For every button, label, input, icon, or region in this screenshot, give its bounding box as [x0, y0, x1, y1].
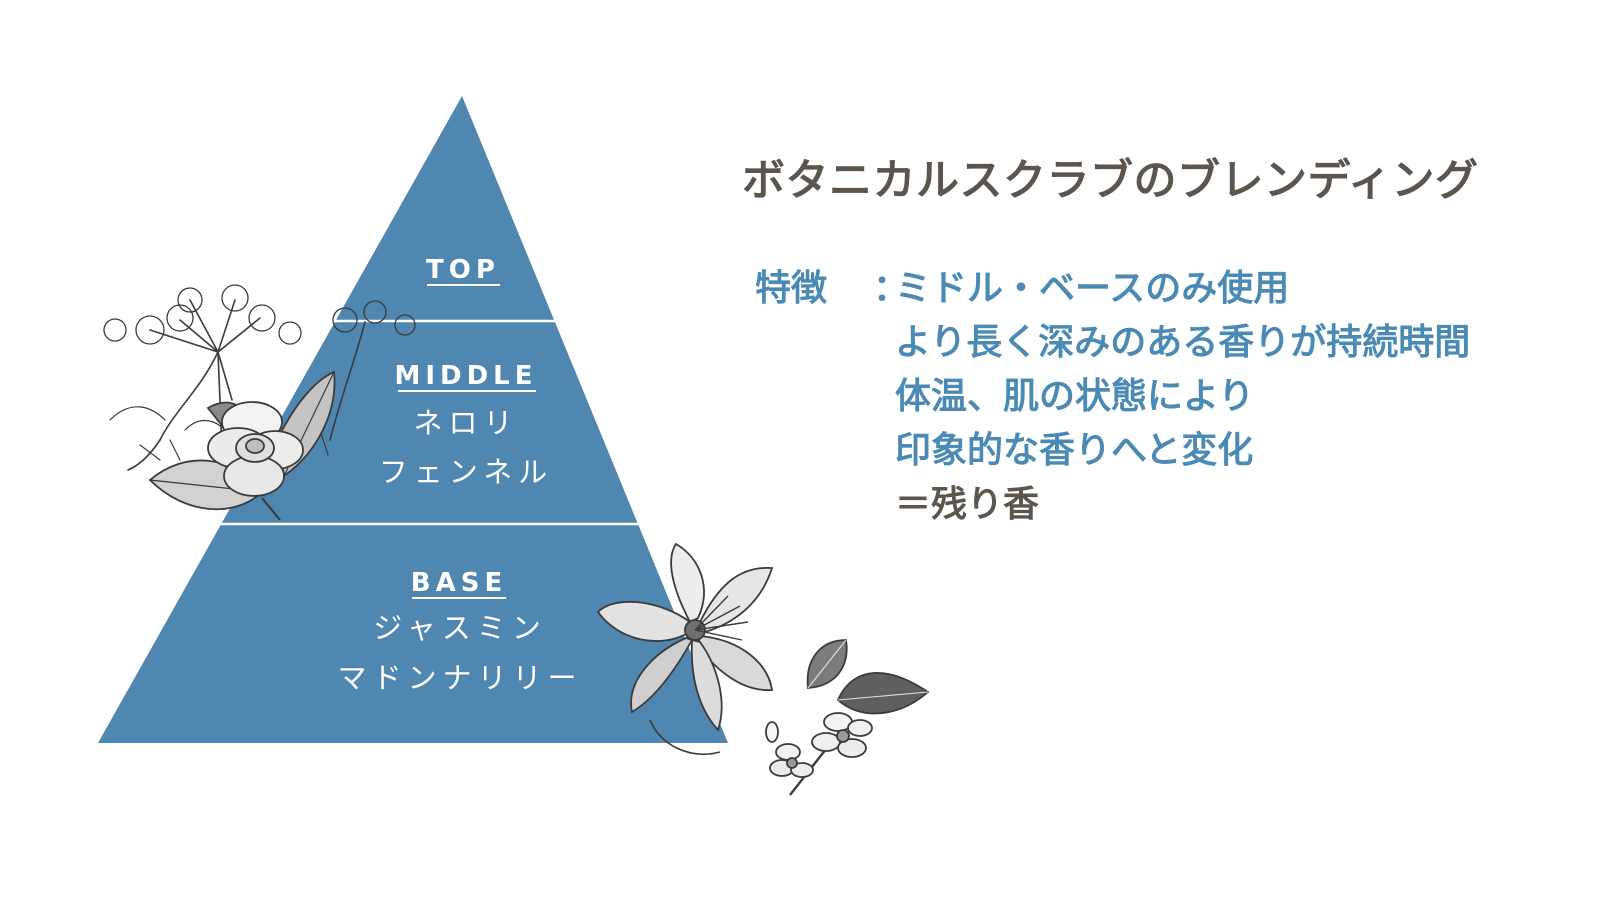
lily-illustration [596, 542, 774, 755]
tier-label-base: BASE [411, 568, 507, 598]
features-label: 特徴 [755, 268, 828, 309]
tier-label-middle: MIDDLE [394, 361, 537, 391]
pyramid-shape [98, 96, 728, 743]
features-row-2: より長く深みのある香りが持続時間 [755, 316, 1470, 370]
middle-note-1: ネロリ [413, 406, 518, 440]
features-colon: ： [873, 268, 910, 309]
base-note-2: マドンナリリー [337, 661, 582, 695]
page-title: ボタニカルスクラブのブレンディング [742, 156, 1479, 206]
fennel-illustration [103, 284, 416, 471]
neroli-blossom-illustration [765, 639, 930, 796]
feature-summary: ＝残り香 [895, 484, 1040, 525]
tier-label-top: TOP [426, 255, 500, 285]
features-row-4: 印象的な香りへと変化 [755, 424, 1470, 478]
middle-note-2: フェンネル [379, 455, 553, 489]
features-row-5: ＝残り香 [755, 478, 1470, 532]
gardenia-illustration [148, 370, 336, 521]
feature-line-2: より長く深みのある香りが持続時間 [895, 322, 1471, 363]
features-row-1: 特徴 ： ミドル・ベースのみ使用 [755, 262, 1470, 316]
feature-line-1: ミドル・ベースのみ使用 [895, 268, 1290, 309]
features-row-3: 体温、肌の状態により [755, 370, 1470, 424]
base-note-1: ジャスミン [373, 611, 547, 645]
features-block: 特徴 ： ミドル・ベースのみ使用 より長く深みのある香りが持続時間 体温、肌の状… [755, 262, 1470, 532]
feature-line-3: 体温、肌の状態により [895, 376, 1255, 417]
feature-line-4: 印象的な香りへと変化 [895, 430, 1254, 471]
